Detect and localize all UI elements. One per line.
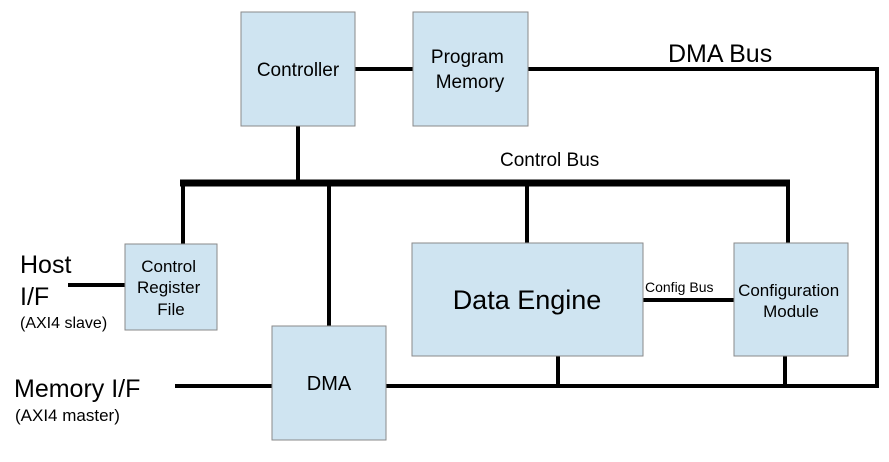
- dma-bus-label: DMA Bus: [668, 40, 772, 68]
- host-if-note: (AXI4 slave): [20, 315, 107, 332]
- memory-if-note: (AXI4 master): [15, 406, 120, 425]
- dma-label: DMA: [307, 373, 352, 395]
- dma-block: DMA: [271, 325, 387, 441]
- data-engine-label: Data Engine: [453, 285, 602, 315]
- data-engine-block: Data Engine: [411, 242, 644, 357]
- wires: [68, 67, 879, 388]
- configuration-module-block: Configuration Module: [733, 242, 849, 357]
- configuration-module-label: Configuration Module: [738, 281, 844, 321]
- control-bus-label: Control Bus: [500, 150, 599, 171]
- memory-if-label: Memory I/F: [14, 375, 140, 403]
- program-memory-block: Program Memory: [412, 11, 529, 127]
- dma-bus-line: [386, 67, 879, 388]
- control-register-file-label: Control Register File: [137, 257, 205, 319]
- program-memory-label: Program Memory: [431, 47, 509, 93]
- controller-block: Controller: [240, 11, 356, 127]
- control-register-file-block: Control Register File: [124, 243, 218, 331]
- controller-label: Controller: [257, 60, 340, 81]
- host-if-label: Host I/F: [20, 251, 78, 311]
- config-bus-label: Config Bus: [645, 279, 713, 295]
